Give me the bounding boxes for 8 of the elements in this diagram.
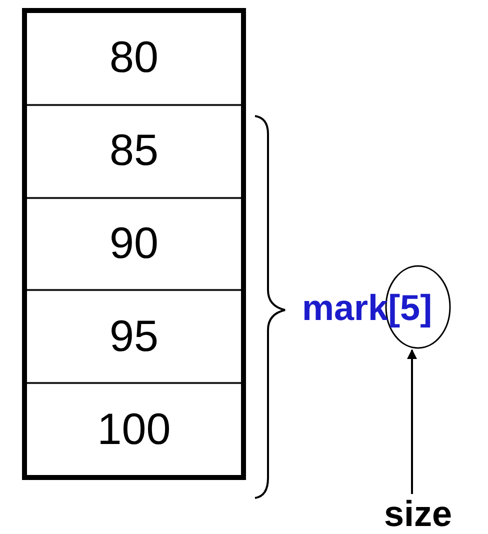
text-label: size [376, 496, 460, 532]
cell-value: 100 [97, 408, 171, 452]
array-box [22, 8, 246, 480]
arrow [407, 349, 417, 494]
cell-value: 85 [110, 129, 158, 174]
cell-value: 90 [110, 222, 158, 266]
cell-value: 95 [110, 314, 158, 359]
cell-value: 80 [110, 36, 158, 80]
